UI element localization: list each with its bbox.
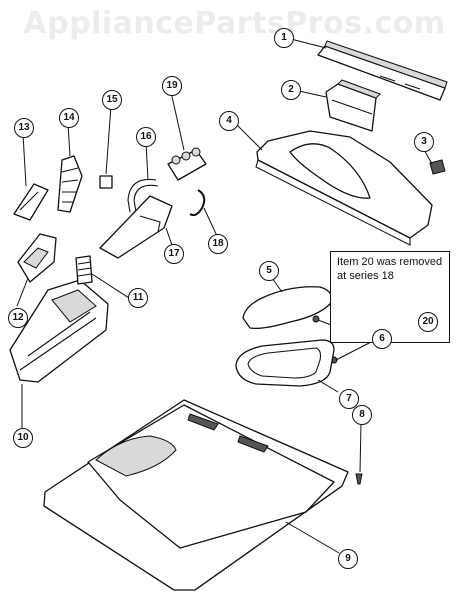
part-10-dispenser-housing bbox=[9, 279, 109, 383]
callout-17: 17 bbox=[164, 244, 184, 264]
callout-13: 13 bbox=[14, 118, 34, 138]
leader-lines bbox=[16, 38, 433, 554]
callout-7: 7 bbox=[339, 389, 359, 409]
part-2-control-board bbox=[325, 79, 381, 132]
callout-3: 3 bbox=[414, 132, 434, 152]
watermark-logo: AppliancePartsPros.com bbox=[23, 6, 446, 41]
part-11-grate bbox=[75, 255, 93, 285]
callout-11: 11 bbox=[128, 288, 148, 308]
part-17-bracket bbox=[99, 195, 173, 259]
callout-15: 15 bbox=[102, 90, 122, 110]
callout-14: 14 bbox=[59, 108, 79, 128]
callout-6: 6 bbox=[372, 329, 392, 349]
callout-2: 2 bbox=[281, 80, 301, 100]
part-3-clip bbox=[429, 159, 446, 175]
callout-9: 9 bbox=[338, 549, 358, 569]
part-9-top-panel bbox=[43, 399, 349, 591]
callout-10: 10 bbox=[13, 428, 33, 448]
part-15-connector bbox=[99, 175, 113, 189]
callout-1: 1 bbox=[274, 28, 294, 48]
part-13-clamp bbox=[13, 183, 49, 221]
callout-5: 5 bbox=[259, 261, 279, 281]
callout-8: 8 bbox=[352, 405, 372, 425]
callout-12: 12 bbox=[8, 308, 28, 328]
callout-19: 19 bbox=[162, 76, 182, 96]
part-14-hose bbox=[57, 155, 83, 213]
part-8-screw bbox=[355, 473, 363, 485]
part-4-console bbox=[255, 130, 433, 246]
part-7-lid-frame bbox=[235, 339, 335, 387]
part-16-tube bbox=[127, 178, 159, 213]
note-text: Item 20 was removed at series 18 bbox=[337, 256, 443, 282]
callout-20: 20 bbox=[418, 312, 438, 332]
part-5-lid bbox=[242, 286, 333, 330]
callout-4: 4 bbox=[219, 111, 239, 131]
callout-16: 16 bbox=[136, 127, 156, 147]
part-18-hook bbox=[189, 189, 206, 217]
part-1-trim-rail bbox=[317, 40, 448, 101]
callout-18: 18 bbox=[208, 234, 228, 254]
part-19-valve bbox=[167, 147, 207, 181]
part-12-dispenser-cup bbox=[17, 233, 57, 283]
